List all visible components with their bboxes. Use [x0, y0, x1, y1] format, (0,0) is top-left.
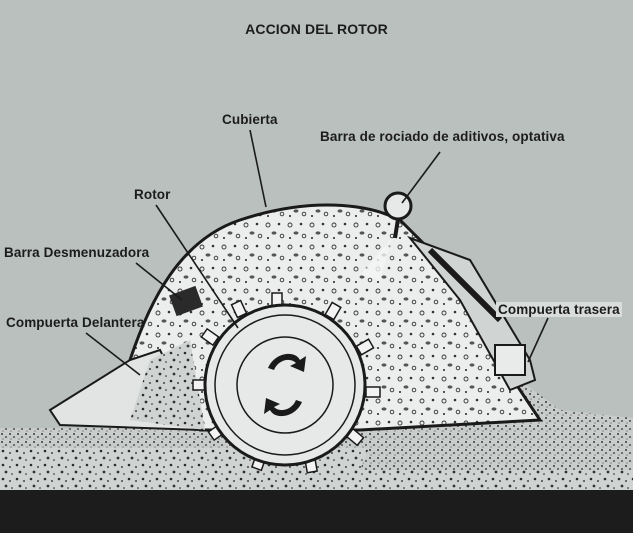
- rear-gate: [406, 235, 537, 392]
- spray-cone: [360, 238, 392, 280]
- rotor-inner-ring: [214, 314, 356, 456]
- label-compuerta-trasera: Compuerta trasera: [496, 302, 622, 317]
- label-barra-rociado: Barra de rociado de aditivos, optativa: [320, 129, 565, 144]
- shredder-bar: [169, 285, 203, 317]
- front-gate-material: [130, 340, 205, 430]
- label-cubierta: Cubierta: [222, 112, 278, 127]
- label-rotor: Rotor: [134, 187, 171, 202]
- diagram-title: ACCION DEL ROTOR: [245, 21, 388, 37]
- subgrade-layer: [0, 490, 633, 533]
- rotor-drum: [203, 303, 367, 467]
- rotor-hub-ring: [236, 336, 334, 434]
- label-barra-desmenuzadora: Barra Desmenuzadora: [4, 245, 150, 260]
- leader-lines: [85, 129, 549, 376]
- rotation-arrow-icon: [264, 353, 306, 417]
- label-compuerta-delantera: Compuerta Delantera: [6, 315, 145, 330]
